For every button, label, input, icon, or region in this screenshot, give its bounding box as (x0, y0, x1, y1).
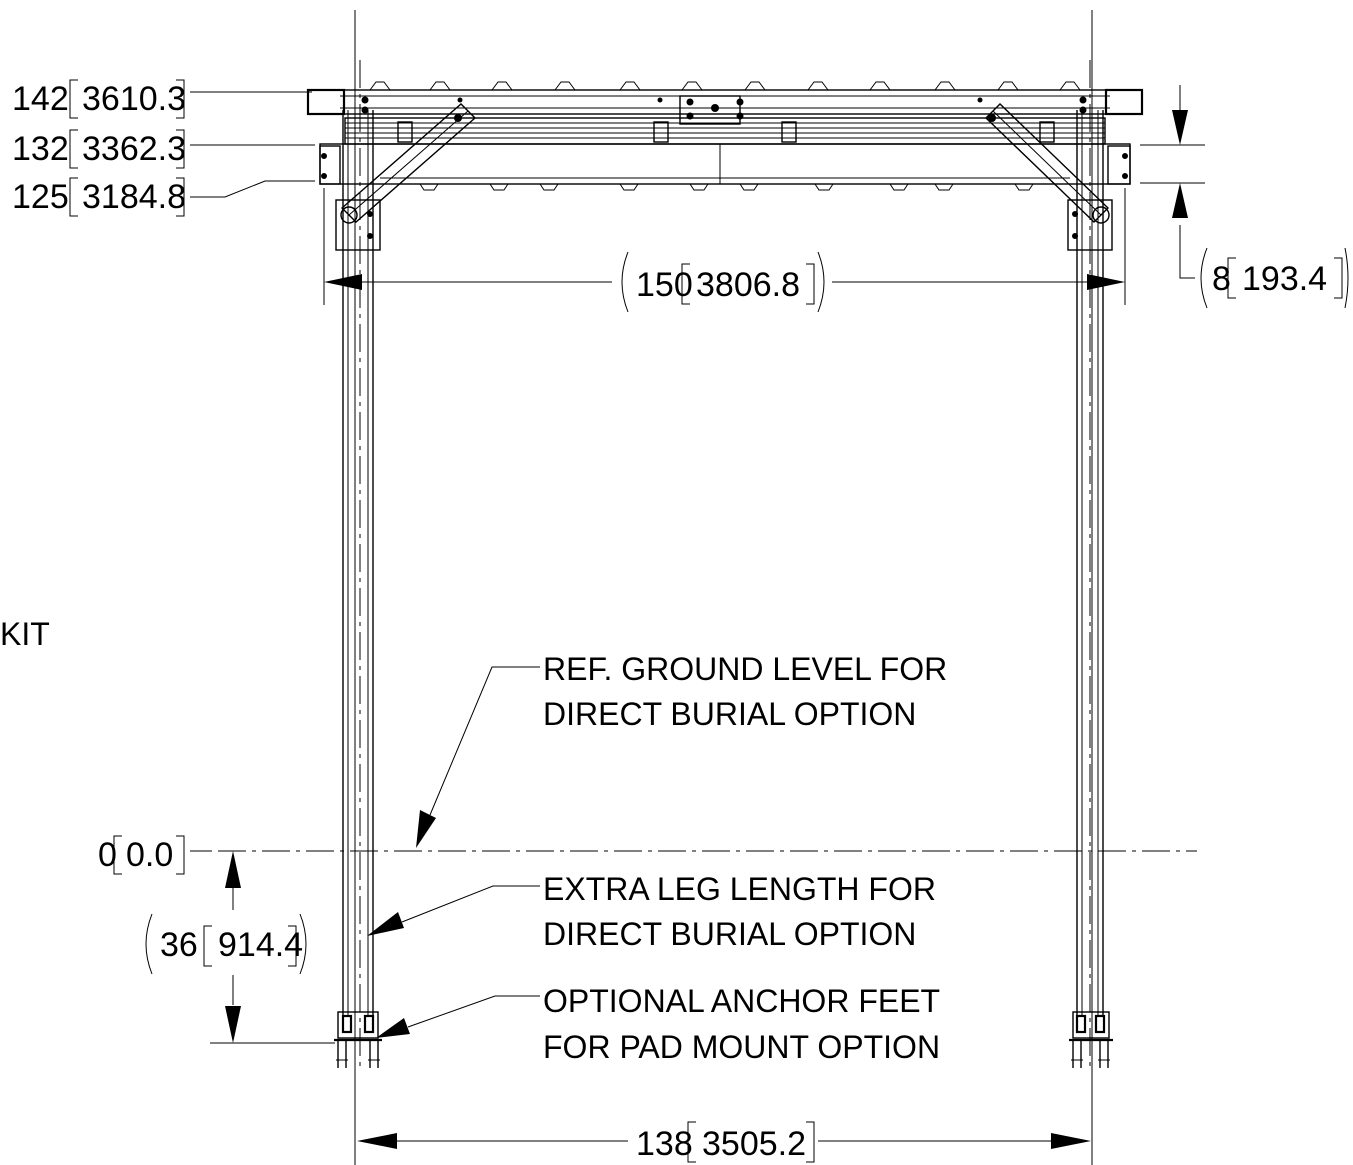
leg-spacing-label: 138 3505.2 (636, 1121, 815, 1163)
svg-text:FOR PAD MOUNT OPTION: FOR PAD MOUNT OPTION (543, 1029, 940, 1065)
elevation-label-mid: 132 3362.3 (12, 129, 186, 169)
note-ground-level: REF. GROUND LEVEL FOR DIRECT BURIAL OPTI… (543, 651, 947, 732)
burial-depth-dimension (210, 851, 335, 1044)
top-beam-assembly (306, 81, 1144, 251)
svg-text:8: 8 (1212, 260, 1231, 298)
overall-width-label: 150 3806.8 (621, 251, 825, 313)
left-leg (342, 110, 374, 1015)
overall-width-dimension (323, 188, 1126, 305)
bolts (321, 96, 1128, 239)
beam-depth-dimension (1140, 85, 1205, 279)
svg-text:193.4: 193.4 (1242, 260, 1327, 298)
svg-text:0.0: 0.0 (126, 836, 173, 874)
left-anchor-foot (334, 1011, 382, 1068)
note-extra-leg-length: EXTRA LEG LENGTH FOR DIRECT BURIAL OPTIO… (543, 871, 936, 952)
svg-text:914.4: 914.4 (218, 926, 303, 964)
right-leg (1076, 110, 1104, 1015)
elevation-label-top: 142 3610.3 (12, 79, 186, 119)
svg-text:DIRECT BURIAL OPTION: DIRECT BURIAL OPTION (543, 916, 916, 952)
elevation-label-ground: 0 0.0 (98, 835, 185, 875)
svg-text:3505.2: 3505.2 (702, 1125, 806, 1163)
svg-text:EXTRA LEG LENGTH FOR: EXTRA LEG LENGTH FOR (543, 871, 936, 907)
svg-text:3184.8: 3184.8 (82, 178, 186, 216)
top-cleats (369, 81, 1081, 91)
bottom-cleats (419, 183, 1034, 191)
cropped-kit-label: KIT (0, 616, 50, 652)
note-anchor-feet: OPTIONAL ANCHOR FEET FOR PAD MOUNT OPTIO… (543, 983, 940, 1065)
elevation-leaders (190, 91, 315, 198)
svg-text:138: 138 (636, 1125, 693, 1163)
svg-text:142: 142 (12, 80, 69, 118)
right-anchor-foot (1069, 1011, 1113, 1068)
svg-text:3610.3: 3610.3 (82, 80, 186, 118)
burial-depth-label: 36 914.4 (145, 913, 307, 975)
svg-text:OPTIONAL ANCHOR FEET: OPTIONAL ANCHOR FEET (543, 983, 940, 1019)
svg-text:150: 150 (636, 266, 693, 304)
svg-text:0: 0 (98, 836, 117, 874)
centerlines (354, 10, 1093, 1165)
svg-text:36: 36 (160, 926, 198, 964)
svg-text:132: 132 (12, 130, 69, 168)
leg-spacing-dimension (357, 1133, 1091, 1149)
note-leaders (367, 666, 540, 1038)
elevation-label-low: 125 3184.8 (12, 177, 186, 217)
svg-text:3362.3: 3362.3 (82, 130, 186, 168)
svg-text:3806.8: 3806.8 (696, 266, 800, 304)
svg-text:125: 125 (12, 178, 69, 216)
svg-text:DIRECT BURIAL OPTION: DIRECT BURIAL OPTION (543, 696, 916, 732)
beam-depth-label: 8 193.4 (1200, 247, 1349, 309)
svg-text:REF. GROUND LEVEL FOR: REF. GROUND LEVEL FOR (543, 651, 947, 687)
